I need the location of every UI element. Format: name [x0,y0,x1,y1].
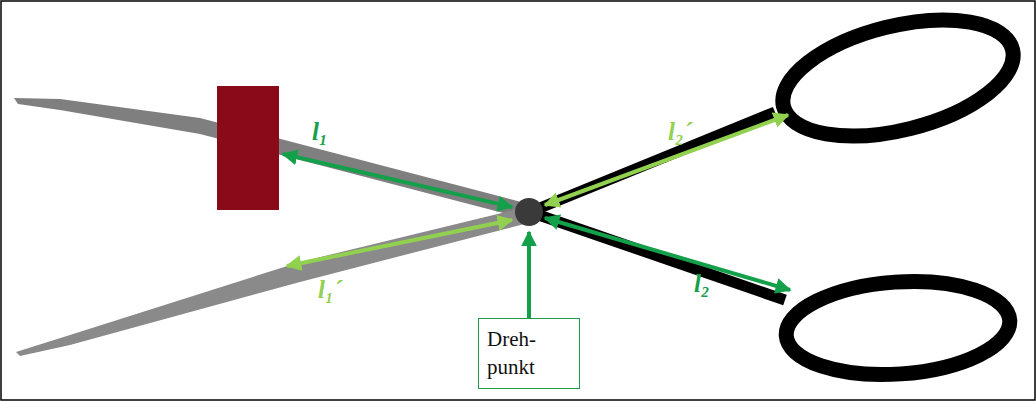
pivot-pointer [527,232,531,318]
cut-object [217,86,279,210]
length-label: l₁ [312,118,328,146]
length-label: l₁´ [318,276,342,304]
length-label: l₂´ [668,118,692,146]
upper-ring [771,0,1025,157]
lower-blade [16,208,528,356]
arm-l1 [283,154,512,207]
lower-ring [783,274,1013,381]
arm-l2-prime [545,115,788,205]
pivot [515,198,543,226]
arm-l1-prime [287,220,512,266]
pivot-label-box: Dreh- punkt [478,318,580,389]
pivot-label: Dreh- punkt [487,325,571,382]
arm-l2 [545,218,790,290]
length-label: l₂ [694,270,710,298]
